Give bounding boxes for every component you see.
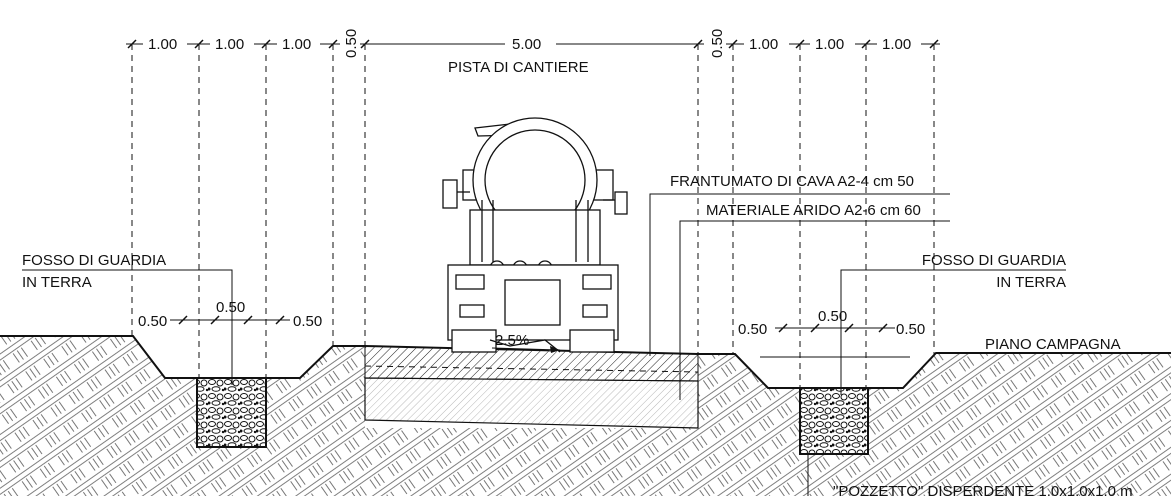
reference-lines xyxy=(131,44,935,388)
layer-bottom-label: MATERIALE ARIDO A2-6 cm 60 xyxy=(706,202,921,219)
well-label: "POZZETTO" DISPERDENTE 1.0x1.0x1.0 m xyxy=(833,483,1133,496)
ditch-left-leader xyxy=(22,269,233,385)
ditch-left-label-line1: FOSSO DI GUARDIA xyxy=(22,252,166,269)
tanker-truck-icon xyxy=(442,117,628,353)
ditch-left-ticks xyxy=(178,315,285,325)
dim-left-margin: 0.50 xyxy=(343,29,360,58)
ditch-right-dim-left: 0.50 xyxy=(738,321,767,338)
ditch-right-leader xyxy=(840,269,1066,395)
dim-left-1: 1.00 xyxy=(148,36,177,53)
ditch-left-dim-mid: 0.50 xyxy=(216,299,245,316)
slope-arrow-icon xyxy=(550,346,560,353)
dim-right-3: 1.00 xyxy=(882,36,911,53)
layer-materiale-arido xyxy=(364,377,699,429)
left-gravel-pit xyxy=(196,377,267,448)
dim-right-1: 1.00 xyxy=(749,36,778,53)
ditch-right-dim-mid: 0.50 xyxy=(818,308,847,325)
ditch-right-label-line2: IN TERRA xyxy=(996,274,1066,291)
dim-left-3: 1.00 xyxy=(282,36,311,53)
slope-arrow-line xyxy=(491,347,561,351)
slope-label: 2.5% xyxy=(495,332,529,349)
drawing-title: PISTA DI CANTIERE xyxy=(448,59,589,76)
ditch-left-dim-left: 0.50 xyxy=(138,313,167,330)
layer-frantumato xyxy=(364,345,699,382)
dim-road-width: 5.00 xyxy=(512,36,541,53)
ditch-left-dim-right: 0.50 xyxy=(293,313,322,330)
dim-right-2: 1.00 xyxy=(815,36,844,53)
soil-mass xyxy=(0,336,1171,496)
ditch-right-label-line1: FOSSO DI GUARDIA xyxy=(922,252,1066,269)
layer-top-leader xyxy=(649,193,950,356)
layer-dashed-line xyxy=(364,365,699,373)
layer-top-label: FRANTUMATO DI CAVA A2-4 cm 50 xyxy=(670,173,914,190)
right-gravel-pit xyxy=(799,387,869,455)
ground-label: PIANO CAMPAGNA xyxy=(985,336,1121,353)
ditch-right-dim-right: 0.50 xyxy=(896,321,925,338)
top-dimension-line xyxy=(126,39,940,49)
ditch-right-ticks xyxy=(778,323,888,333)
dim-right-margin: 0.50 xyxy=(709,29,726,58)
ditch-left-label-line2: IN TERRA xyxy=(22,274,92,291)
dim-left-2: 1.00 xyxy=(215,36,244,53)
layer-bottom-leader xyxy=(679,220,950,400)
